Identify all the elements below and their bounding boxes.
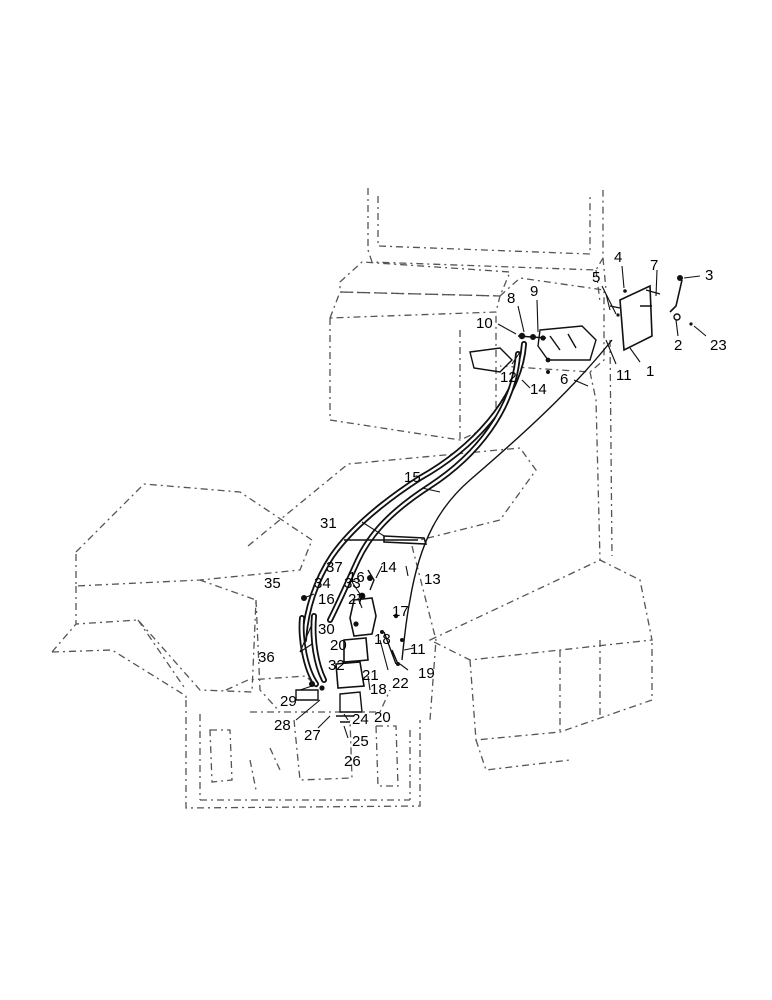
callout-32: 32: [328, 657, 345, 674]
callout-2: 2: [674, 337, 682, 354]
mounting-plate: [619, 284, 653, 352]
callout-36: 36: [258, 649, 275, 666]
control-lever: [669, 279, 683, 313]
callout-24: 24: [352, 711, 369, 728]
callout-16-upper: 16: [348, 569, 365, 586]
tractor-outline: [51, 188, 653, 809]
callout-28: 28: [274, 717, 291, 734]
lever-knob: [677, 275, 683, 281]
callout-14-lower: 14: [380, 559, 397, 576]
callout-27-upper: 27: [348, 591, 365, 608]
callout-33: 33: [344, 575, 361, 592]
callout-6: 6: [560, 371, 568, 388]
callout-15: 15: [404, 469, 421, 486]
callout-12: 12: [500, 369, 517, 386]
hydraulic-parts: [401, 275, 693, 661]
callout-3: 3: [705, 267, 713, 284]
callout-22: 22: [392, 675, 409, 692]
callout-21: 21: [362, 667, 379, 684]
callout-4: 4: [614, 249, 622, 266]
callout-20-upper: 20: [330, 637, 347, 654]
callout-30: 30: [318, 621, 335, 638]
callout-26: 26: [344, 753, 361, 770]
callout-16-lower: 16: [318, 591, 335, 608]
callout-34: 34: [314, 575, 331, 592]
callout-37: 37: [326, 559, 343, 576]
callout-18-upper: 18: [374, 631, 391, 648]
callout-27-lower: 27: [304, 727, 321, 744]
callout-10: 10: [476, 315, 493, 332]
callout-9: 9: [530, 283, 538, 300]
callout-1: 1: [646, 363, 654, 380]
callout-8: 8: [507, 290, 515, 307]
callout-5: 5: [592, 269, 600, 286]
callout-7: 7: [650, 257, 658, 274]
callout-35: 35: [264, 575, 281, 592]
callout-19: 19: [418, 665, 435, 682]
callout-18-lower: 18: [370, 681, 387, 698]
callout-labels: 1 2 3 4 5 6 7 8 9 10 11 11 12 13 14 14 1…: [258, 249, 727, 770]
callout-14-upper: 14: [530, 381, 547, 398]
callout-11-lower: 11: [410, 641, 426, 658]
callout-25: 25: [352, 733, 369, 750]
callout-20-lower: 20: [374, 709, 391, 726]
valve-block: [537, 325, 597, 361]
callout-11-upper: 11: [616, 367, 632, 384]
callout-17: 17: [392, 603, 409, 620]
callout-13: 13: [424, 571, 441, 588]
control-valve-assembly: [295, 535, 428, 723]
hydraulic-hoses: [298, 341, 527, 687]
callout-29: 29: [280, 693, 297, 710]
callout-31: 31: [320, 515, 337, 532]
control-cable: [401, 339, 613, 661]
leader-lines: [295, 265, 707, 739]
callout-23: 23: [710, 337, 727, 354]
